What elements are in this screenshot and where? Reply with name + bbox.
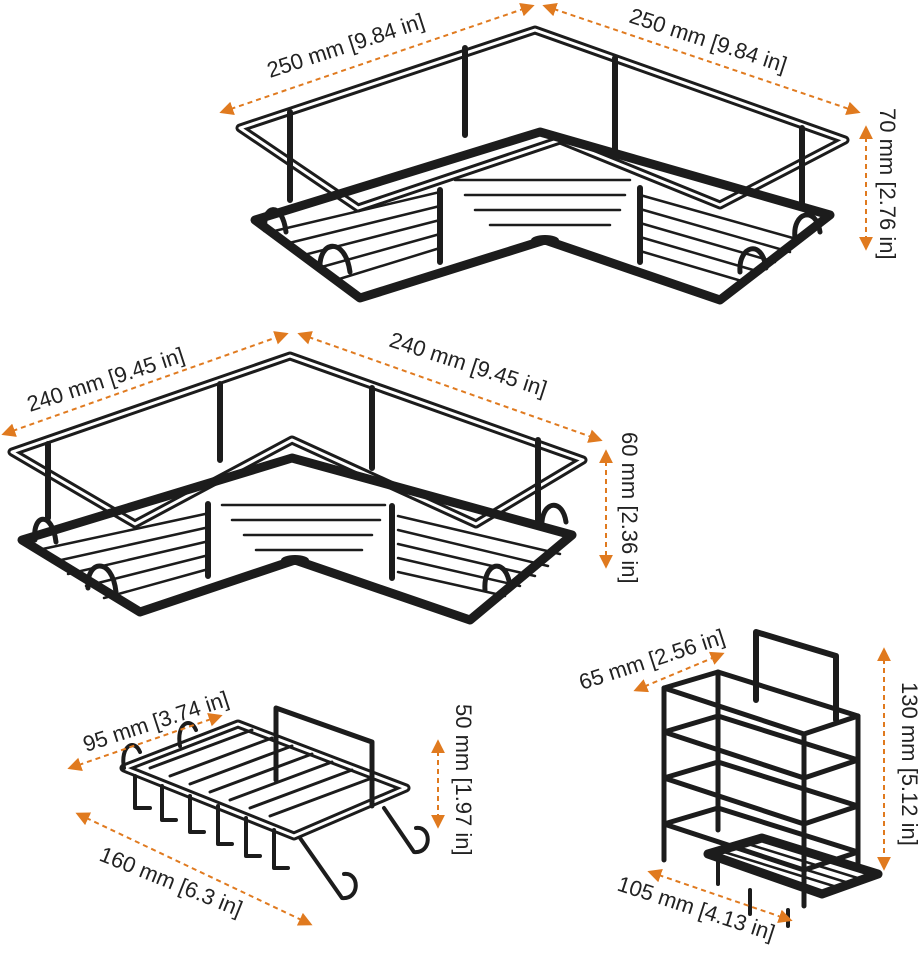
large-width-left-line bbox=[219, 3, 535, 115]
large-width-right-line bbox=[542, 2, 861, 116]
medium-width-right-line bbox=[297, 331, 603, 443]
medium-width-left-line bbox=[1, 331, 289, 437]
medium-height-label: 60 mm [2.36 in] bbox=[617, 432, 642, 584]
large-height-label: 70 mm [2.76 in] bbox=[875, 108, 900, 260]
medium-width-right-label: 240 mm [9.45 in] bbox=[386, 327, 550, 401]
medium-width-left-label: 240 mm [9.45 in] bbox=[24, 342, 188, 416]
soap-dish-dimensions: 95 mm [3.74 in] 160 mm [6.3 in] 50 mm [1… bbox=[67, 686, 476, 926]
soap-height-label: 50 mm [1.97 in] bbox=[451, 704, 476, 856]
holder-height-label: 130 mm [5.12 in] bbox=[897, 682, 922, 846]
holder-depth-line bbox=[633, 651, 725, 693]
toothbrush-holder bbox=[661, 629, 883, 928]
medium-corner-shelf bbox=[7, 351, 588, 625]
holder-width-line bbox=[647, 869, 793, 923]
holder-depth-label: 65 mm [2.56 in] bbox=[576, 624, 728, 695]
soap-width-line bbox=[75, 812, 313, 926]
large-width-right-label: 250 mm [9.84 in] bbox=[626, 3, 790, 77]
soap-width-label: 160 mm [6.3 in] bbox=[96, 841, 246, 921]
large-corner-shelf bbox=[235, 25, 850, 305]
